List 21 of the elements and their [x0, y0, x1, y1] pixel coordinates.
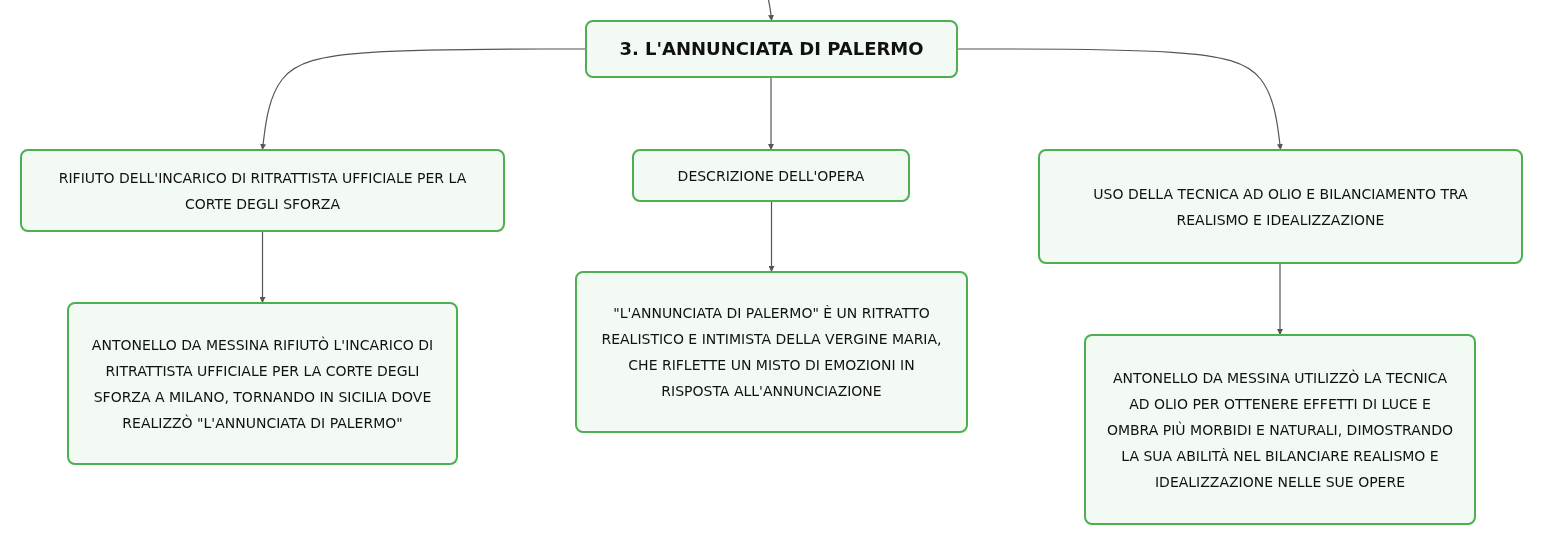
- concept-box: [67, 302, 458, 465]
- concept-box: [1038, 149, 1523, 264]
- arrow: [768, 77, 774, 150]
- concept-box: [20, 149, 505, 232]
- concept-text: USO DELLA TECNICA AD OLIO E BILANCIAMENTO TRA REALISMO E IDEALIZZAZIONE: [1092, 184, 1469, 230]
- concept-text: "L'ANNUNCIATA DI PALERMO" È UN RITRATTO REALISTICO E INTIMISTA DELLA VERGINE MARIA, CHE RIFLETTE UN MISTO DI EMOZIONI IN RISPOSTA ALL'ANNUNCIAZIONE: [600, 304, 943, 401]
- topic-title: 3. L'ANNUNCIATA DI PALERMO: [619, 37, 924, 61]
- concept-box: [632, 149, 910, 202]
- arrow: [767, 0, 774, 21]
- concept-text: DESCRIZIONE DELL'OPERA: [677, 166, 865, 186]
- arrow: [957, 48, 1283, 150]
- concept-text: ANTONELLO DA MESSINA UTILIZZÒ LA TECNICA AD OLIO PER OTTENERE EFFETTI DI LUCE E OMBRA PIÙ MORBIDI E NATURALI, DIMOSTRANDO LA SUA ABILITÀ NEL BILANCIARE REALISMO E IDEALIZZAZIONE NELLE SUE OPERE: [1105, 368, 1455, 492]
- concept-box: [575, 271, 968, 433]
- arrow: [768, 201, 775, 272]
- arrow: [1277, 263, 1283, 335]
- concept-box: [1084, 334, 1476, 525]
- concept-text: RIFIUTO DELL'INCARICO DI RITRATTISTA UFFICIALE PER LA CORTE DEGLI SFORZA: [57, 168, 468, 214]
- arrow: [260, 48, 586, 150]
- arrow: [259, 231, 266, 303]
- topic-box: [585, 20, 958, 78]
- concept-text: ANTONELLO DA MESSINA RIFIUTÒ L'INCARICO DI RITRATTISTA UFFICIALE PER LA CORTE DEGLI SFORZA A MILANO, TORNANDO IN SICILIA DOVE REALIZZÒ "L'ANNUNCIATA DI PALERMO": [90, 335, 435, 433]
